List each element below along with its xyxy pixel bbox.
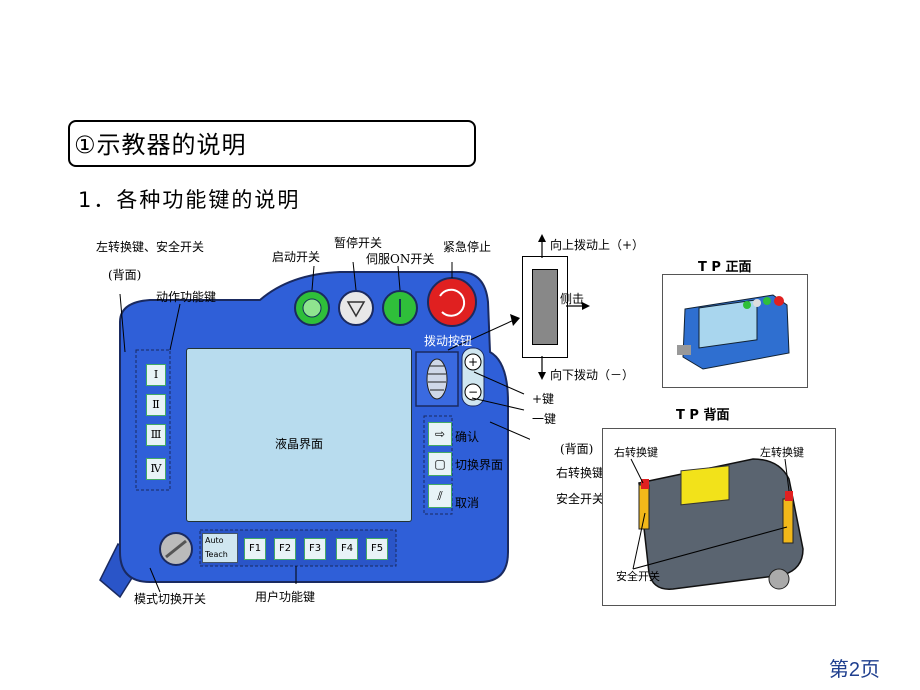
tp-back-photo <box>602 428 836 606</box>
label-user-keys: 用户功能键 <box>255 590 316 604</box>
action-key-2[interactable]: Ⅱ <box>146 394 166 416</box>
jog-dial-side-diagram <box>522 256 568 358</box>
jog-dial-side-bar <box>532 269 558 345</box>
label-servo-on: 伺服ON开关 <box>366 252 435 266</box>
confirm-key[interactable]: ⇨ <box>428 422 452 446</box>
label-cancel: 取消 <box>455 496 480 510</box>
svg-text:−: − <box>468 385 478 399</box>
page-number: 第2页 <box>828 659 880 681</box>
function-key-f4[interactable]: F4 <box>336 538 358 560</box>
label-tp-front: T P 正面 <box>698 260 752 275</box>
slide-title: ①示教器的说明 <box>68 120 476 167</box>
label-switch-screen: 切换界面 <box>455 458 504 472</box>
dial-leader <box>447 314 520 351</box>
lcd-screen: 液晶界面 <box>186 348 412 522</box>
action-key-1[interactable]: Ⅰ <box>146 364 166 386</box>
label-photo-safety: 安全开关 <box>616 570 660 583</box>
label-back-face-right: (背面) <box>560 442 594 456</box>
label-back-face: (背面) <box>108 268 142 282</box>
action-key-4[interactable]: Ⅳ <box>146 458 166 480</box>
mode-indicator: Auto Teach <box>202 533 238 563</box>
label-safety-switch: 安全开关 <box>556 492 605 506</box>
label-confirm: 确认 <box>455 430 480 444</box>
label-action-keys: 动作功能键 <box>156 290 217 304</box>
lcd-label: 液晶界面 <box>274 437 323 451</box>
label-side-click: 侧击 <box>560 292 585 306</box>
action-key-3[interactable]: Ⅲ <box>146 424 166 446</box>
cancel-key[interactable]: ⫽ <box>428 484 452 508</box>
function-key-f3[interactable]: F3 <box>304 538 326 560</box>
label-jog-dial: 拨动按钮 <box>424 334 473 348</box>
jog-direction-arrows <box>538 234 590 380</box>
mode-auto-label: Auto <box>205 536 224 545</box>
label-photo-right-switch: 右转换键 <box>614 446 658 459</box>
switch-screen-key[interactable]: ▢ <box>428 452 452 476</box>
section-heading: 1．各种功能键的说明 <box>78 188 301 212</box>
plus-key <box>464 353 482 371</box>
minus-key <box>464 383 482 401</box>
mode-teach-label: Teach <box>205 550 228 559</box>
function-key-f5[interactable]: F5 <box>366 538 388 560</box>
label-photo-left-switch: 左转换键 <box>760 446 804 459</box>
tp-front-photo <box>662 274 808 388</box>
label-down-dial: 向下拨动（－） <box>550 368 635 382</box>
pause-button <box>338 290 374 326</box>
label-plus-key: +键 <box>532 392 555 406</box>
label-pause-switch: 暂停开关 <box>334 236 383 250</box>
label-up-dial: 向上拨动上（+） <box>550 238 645 252</box>
label-left-switch: 左转换键、安全开关 <box>96 240 205 254</box>
label-tp-back: T P 背面 <box>676 408 730 423</box>
svg-text:+: + <box>468 355 478 369</box>
label-emergency-stop: 紧急停止 <box>443 240 492 254</box>
label-start-switch: 启动开关 <box>272 250 321 264</box>
function-key-f1[interactable]: F1 <box>244 538 266 560</box>
label-mode-switch: 模式切换开关 <box>134 592 207 606</box>
label-minus-key: 一键 <box>532 412 557 426</box>
label-right-switch: 右转换键 <box>556 466 605 480</box>
function-key-f2[interactable]: F2 <box>274 538 296 560</box>
